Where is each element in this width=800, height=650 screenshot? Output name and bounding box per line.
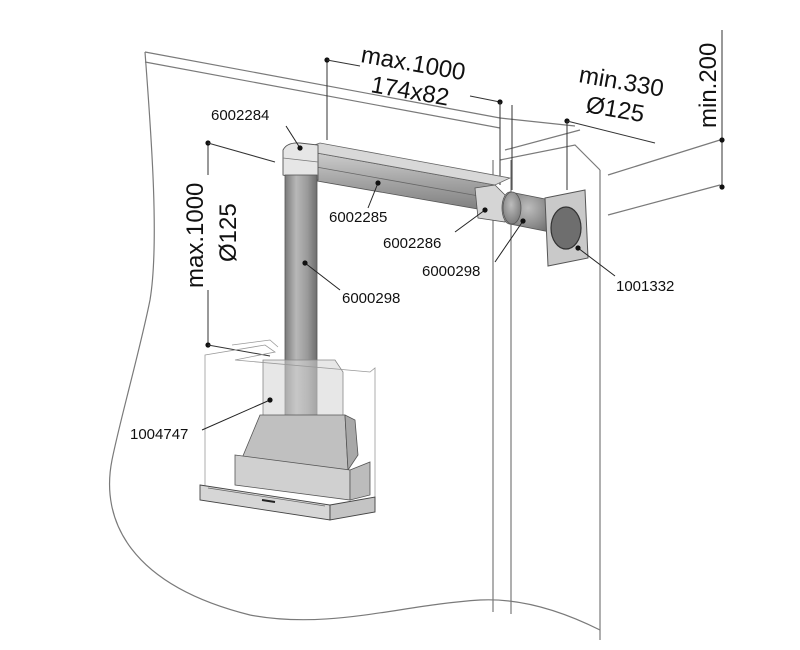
cooker-hood	[199, 414, 376, 521]
label-6000298-outlet: 6000298	[422, 263, 480, 280]
dimension-labels: max.1000 174x82 min.330 Ø125 min.200 max…	[182, 41, 722, 288]
wall-outline	[108, 51, 721, 640]
dim-ceiling-gap: min.200	[695, 43, 722, 128]
part-labels: 6002284 6002285 6002286 6000298 6000298 …	[130, 107, 674, 443]
label-1001332: 1001332	[616, 278, 674, 295]
label-6002284: 6002284	[211, 107, 269, 124]
wall-grille-1001332	[544, 189, 589, 267]
outlet-duct-6000298	[502, 191, 551, 233]
label-1004747: 1004747	[130, 426, 188, 443]
leader-lines	[201, 125, 616, 431]
dim-vertical-length: max.1000	[182, 183, 209, 288]
dim-vertical-diameter: Ø125	[215, 203, 242, 262]
label-6002285: 6002285	[329, 209, 387, 226]
label-6000298-vertical: 6000298	[342, 290, 400, 307]
dimension-lines	[205, 30, 725, 357]
label-6002286: 6002286	[383, 235, 441, 252]
